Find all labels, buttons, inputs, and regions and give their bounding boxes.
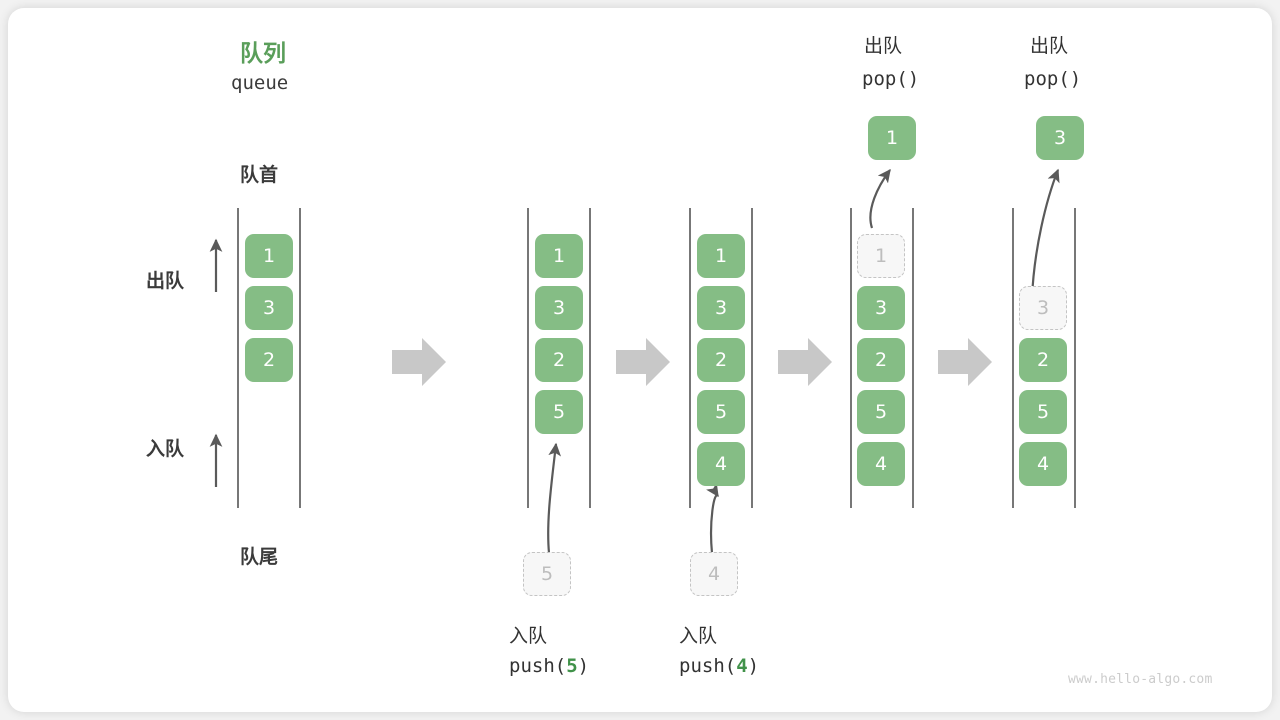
queue-cell: 3 (697, 286, 745, 330)
queue-cell: 3 (245, 286, 293, 330)
queue-cell: 5 (857, 390, 905, 434)
pop-header-cn: 出队 (1030, 35, 1069, 57)
push-caption-code: push(4) (679, 655, 759, 677)
removed-ghost-cell: 3 (1019, 286, 1067, 330)
queue-cell: 1 (697, 234, 745, 278)
incoming-ghost-cell: 4 (690, 552, 738, 596)
queue-cell: 2 (535, 338, 583, 382)
pop-header-code: pop() (862, 68, 920, 90)
transition-arrow-3 (778, 338, 832, 386)
queue-cell: 2 (245, 338, 293, 382)
push-code-post: ) (577, 655, 590, 677)
queue-cell: 5 (1019, 390, 1067, 434)
queue-cell: 4 (857, 442, 905, 486)
queue-cell: 3 (535, 286, 583, 330)
queue-cell: 2 (1019, 338, 1067, 382)
queue-cell: 2 (697, 338, 745, 382)
pop-header-code: pop() (1024, 68, 1082, 90)
push-caption-cn: 入队 (509, 625, 548, 647)
popped-cell: 3 (1036, 116, 1084, 160)
pop-arrow-3 (1030, 168, 1060, 299)
transition-arrow-2 (616, 338, 670, 386)
dequeue-label: 出队 (146, 270, 185, 292)
push-code-arg: 5 (566, 655, 578, 677)
push-code-pre: push( (509, 655, 567, 677)
push-code-arg: 4 (736, 655, 748, 677)
front-label: 队首 (240, 164, 279, 186)
transition-arrow-4 (938, 338, 992, 386)
push-code-post: ) (747, 655, 760, 677)
page-title-cn: 队列 (240, 41, 286, 67)
pop-header-cn: 出队 (864, 35, 903, 57)
queue-cell: 3 (857, 286, 905, 330)
watermark: www.hello-algo.com (1068, 672, 1213, 687)
push-caption-cn: 入队 (679, 625, 718, 647)
queue-cell-new: 5 (535, 390, 583, 434)
queue-cell: 4 (1019, 442, 1067, 486)
rear-label: 队尾 (240, 546, 279, 568)
removed-ghost-cell: 1 (857, 234, 905, 278)
transition-arrow-1 (392, 338, 446, 386)
enqueue-label: 入队 (146, 438, 185, 460)
push-code-pre: push( (679, 655, 737, 677)
queue-cell: 1 (535, 234, 583, 278)
push-arrow-5 (547, 442, 562, 554)
pop-arrow-1 (869, 168, 891, 229)
queue-cell: 2 (857, 338, 905, 382)
push-arrow-4 (706, 482, 719, 554)
popped-cell: 1 (868, 116, 916, 160)
queue-cell: 1 (245, 234, 293, 278)
incoming-ghost-cell: 5 (523, 552, 571, 596)
push-caption-code: push(5) (509, 655, 589, 677)
page-title-en: queue (231, 72, 289, 94)
queue-cell: 5 (697, 390, 745, 434)
queue-cell-new: 4 (697, 442, 745, 486)
